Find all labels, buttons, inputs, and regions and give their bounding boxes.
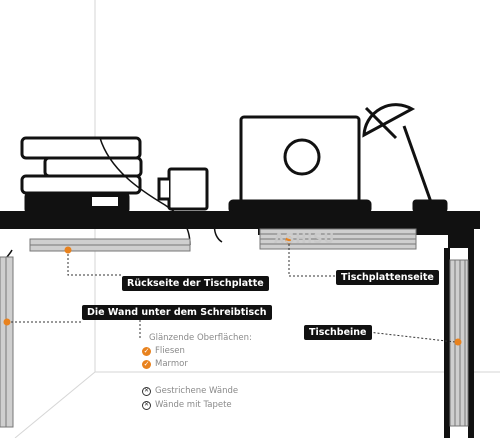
check-icon: ✓ (142, 359, 151, 369)
marker-legs (454, 338, 462, 346)
surfaces-heading: Glänzende Oberflächen: (149, 333, 252, 343)
cross-icon: ✕ (142, 400, 151, 410)
desk-top-board (0, 211, 480, 229)
marker-side (285, 236, 293, 244)
surface-unsuitable-row: ✕ Gestrichene Wände (142, 386, 238, 396)
connector-back (67, 250, 122, 276)
surface-suitable-row: ✓ Marmor (142, 359, 188, 369)
desk-leg-right-outer (468, 229, 474, 438)
cross-icon: ✕ (142, 386, 151, 396)
check-icon: ✓ (142, 346, 151, 356)
label-back-of-tabletop: Rückseite der Tischplatte (122, 276, 269, 291)
laptop-icon (228, 115, 372, 214)
surface-suitable-row: ✓ Fliesen (142, 346, 185, 356)
marker-wall (3, 318, 11, 326)
cable-channel-back (29, 238, 191, 252)
surface-unsuitable-row: ✕ Wände mit Tapete (142, 400, 232, 410)
surface-unsuitable-label: Wände mit Tapete (155, 400, 232, 410)
connector-legs (367, 331, 456, 343)
mug-icon (157, 167, 209, 211)
marker-back (64, 246, 72, 254)
cable-channel-side (259, 228, 417, 250)
room-floor-diagonal (14, 371, 96, 438)
desk-lamp-icon (362, 103, 448, 213)
label-table-legs: Tischbeine (304, 325, 372, 340)
surface-suitable-label: Marmor (155, 359, 188, 369)
book-stack-icon (20, 136, 143, 215)
brand-watermark: ASHISU (274, 232, 336, 247)
cable-channel-wall (0, 256, 14, 428)
connector-side (288, 240, 336, 277)
label-wall-under-desk: Die Wand unter dem Schreibtisch (82, 305, 272, 320)
desk-leg-right-inner (444, 248, 450, 438)
label-tabletop-side: Tischplattenseite (336, 270, 439, 285)
surface-suitable-label: Fliesen (155, 346, 185, 356)
surface-unsuitable-label: Gestrichene Wände (155, 386, 239, 396)
